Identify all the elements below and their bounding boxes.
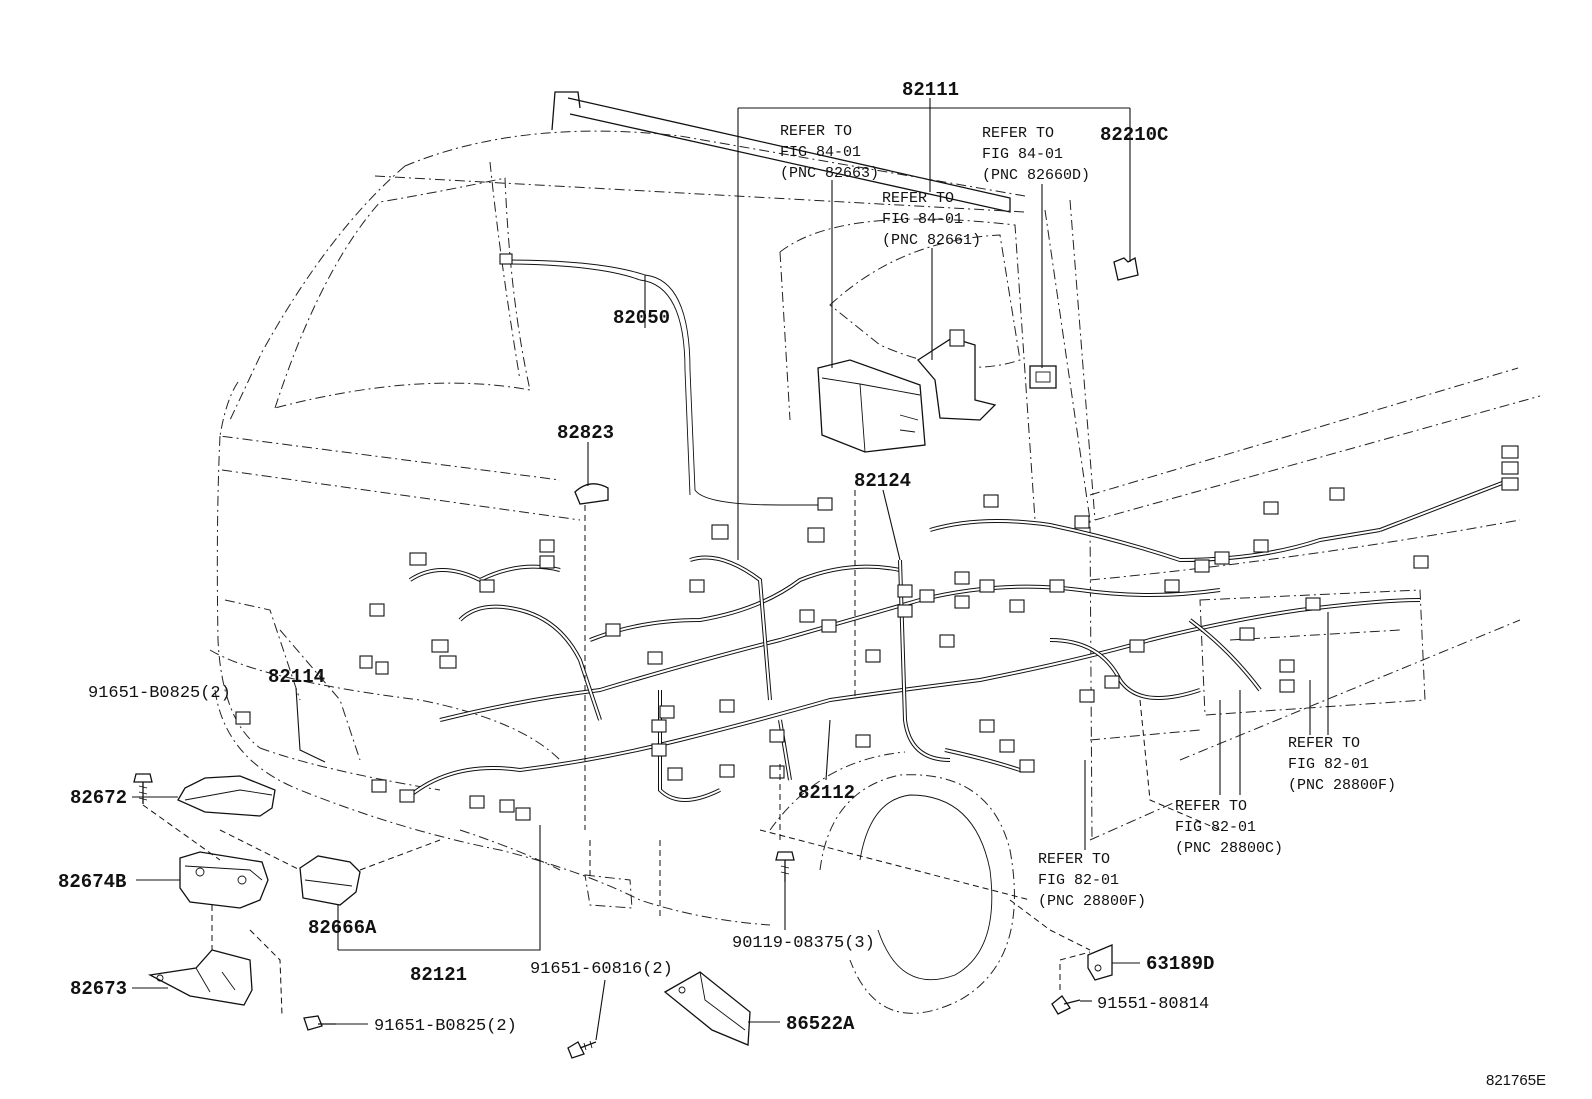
figure-number: 821765E xyxy=(1486,1072,1546,1089)
label-82210c: 82210C xyxy=(1100,124,1168,146)
label-82121: 82121 xyxy=(410,964,467,986)
label-86522a: 86522A xyxy=(786,1013,855,1035)
ref-82663-line1: REFER TO xyxy=(780,123,852,140)
ref-28800f-right-line3: (PNC 28800F) xyxy=(1288,777,1396,794)
label-91651-b0825-top: 91651-B0825(2) xyxy=(88,684,231,703)
ref-82661-line1: REFER TO xyxy=(882,190,954,207)
ref-28800f-right-line1: REFER TO xyxy=(1288,735,1360,752)
label-82672: 82672 xyxy=(70,787,127,809)
label-91551-80814: 91551-80814 xyxy=(1097,995,1209,1014)
reference-notes: REFER TO FIG 84-01 (PNC 82663) REFER TO … xyxy=(780,123,1396,910)
ref-28800f-right-line2: FIG 82-01 xyxy=(1288,756,1369,773)
ref-82660d-line2: FIG 84-01 xyxy=(982,146,1063,163)
relay-bracket-82661 xyxy=(917,329,997,421)
label-82050: 82050 xyxy=(613,307,670,329)
label-91651-b0825-bottom: 91651-B0825(2) xyxy=(374,1017,517,1036)
junction-block-82663 xyxy=(817,359,926,453)
ref-28800c-line3: (PNC 28800C) xyxy=(1175,840,1283,857)
relay-82666a xyxy=(299,855,361,906)
relay-82660d xyxy=(1029,365,1057,389)
bracket-86522a xyxy=(663,971,751,1046)
sensor-bracket-82674b xyxy=(179,851,269,909)
ref-28800f-lower-line3: (PNC 28800F) xyxy=(1038,893,1146,910)
sensor-82823 xyxy=(574,483,609,505)
ref-28800c-line2: FIG 82-01 xyxy=(1175,819,1256,836)
ref-82660d-line3: (PNC 82660D) xyxy=(982,167,1090,184)
label-82114: 82114 xyxy=(268,666,325,688)
bolt-91651-60816 xyxy=(567,1040,597,1059)
ref-28800c-line1: REFER TO xyxy=(1175,798,1247,815)
bracket-63189d xyxy=(1087,944,1113,981)
bolt-91651-b0825-top xyxy=(133,773,153,804)
label-91651-60816: 91651-60816(2) xyxy=(530,960,673,979)
harness-connectors xyxy=(235,253,1519,821)
relay-82210c xyxy=(1113,256,1139,281)
label-82674b: 82674B xyxy=(58,871,126,893)
label-90119-08375: 90119-08375(3) xyxy=(732,934,875,953)
ref-28800f-lower-line2: FIG 82-01 xyxy=(1038,872,1119,889)
ref-82661-line2: FIG 84-01 xyxy=(882,211,963,228)
label-82124: 82124 xyxy=(854,470,911,492)
label-82112: 82112 xyxy=(798,782,855,804)
bracket-82673 xyxy=(147,949,253,1006)
label-82666a: 82666A xyxy=(308,917,377,939)
ref-82660d-line1: REFER TO xyxy=(982,125,1054,142)
ref-82663-line3: (PNC 82663) xyxy=(780,165,879,182)
part-labels: 82111 82210C 82050 82823 82124 82114 821… xyxy=(58,79,1214,1036)
label-63189d: 63189D xyxy=(1146,953,1214,975)
main-wire-harness xyxy=(403,259,1511,802)
ref-28800f-lower-line1: REFER TO xyxy=(1038,851,1110,868)
ref-82661-line3: (PNC 82661) xyxy=(882,232,981,249)
ref-82663-line2: FIG 84-01 xyxy=(780,144,861,161)
bolt-90119-08375 xyxy=(775,851,795,882)
leader-lines xyxy=(132,98,1329,1041)
airbag-sensor-82672 xyxy=(177,775,276,817)
label-82111: 82111 xyxy=(902,79,959,101)
bolt-91551-80814 xyxy=(1051,995,1081,1015)
label-82823: 82823 xyxy=(557,422,614,444)
bolt-91651-b0825-bottom xyxy=(303,1015,336,1031)
label-82673: 82673 xyxy=(70,978,127,1000)
